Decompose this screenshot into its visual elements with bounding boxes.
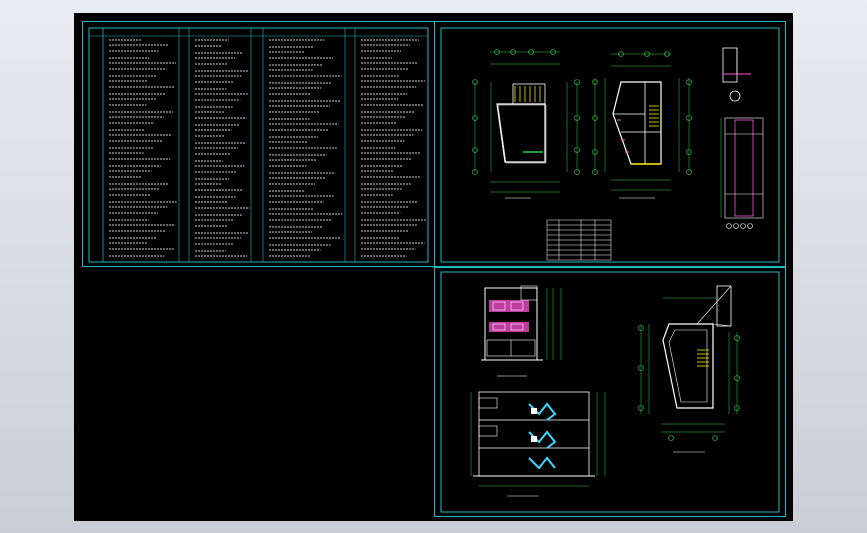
front-elevation bbox=[481, 285, 562, 377]
floor-plans-drawing bbox=[440, 27, 780, 263]
roof-plan bbox=[638, 285, 740, 453]
design-notes-table bbox=[88, 27, 429, 263]
elevations-sections-drawing bbox=[440, 271, 780, 513]
door-window-schedule bbox=[546, 219, 612, 261]
building-section bbox=[470, 391, 606, 497]
floor-plans-sheet bbox=[434, 21, 786, 267]
cad-drawing-viewport[interactable] bbox=[74, 13, 793, 521]
wall-section-detail bbox=[720, 47, 764, 229]
design-notes-sheet bbox=[82, 21, 435, 267]
upper-floor-plan bbox=[592, 51, 692, 199]
elevations-sections-sheet bbox=[434, 267, 786, 517]
ground-floor-plan bbox=[472, 49, 580, 199]
